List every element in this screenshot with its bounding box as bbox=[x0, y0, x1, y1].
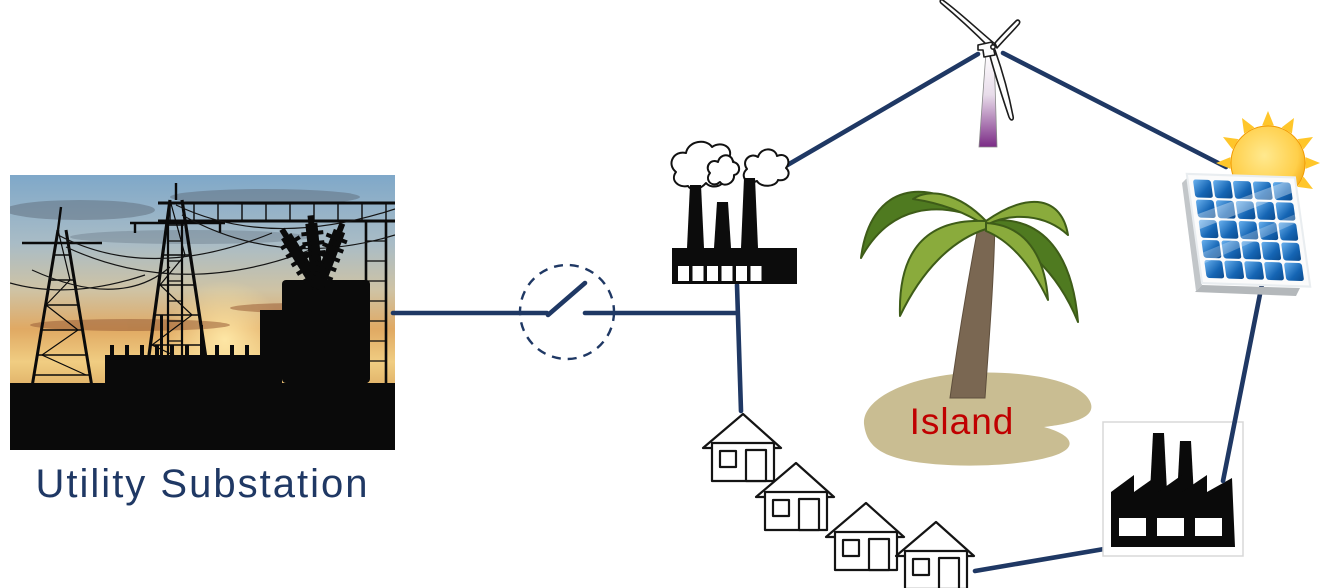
island-icon bbox=[860, 190, 1092, 466]
line-houses-to-factory bbox=[972, 545, 1113, 574]
factory-windows bbox=[678, 266, 762, 281]
residential-houses-icons bbox=[701, 412, 976, 588]
factory-windows bbox=[1119, 518, 1222, 536]
house-icon-4 bbox=[894, 520, 976, 588]
utility-substation-label: Utility Substation bbox=[35, 462, 370, 506]
solar-cells bbox=[1193, 179, 1304, 281]
turbine-blades bbox=[939, 0, 1021, 121]
lattice-tower-left bbox=[22, 206, 102, 388]
house-icon-1 bbox=[701, 412, 783, 483]
ground-silhouette bbox=[10, 383, 395, 450]
industrial-factory-box bbox=[1102, 421, 1244, 557]
solar-panel-icon bbox=[1182, 172, 1312, 296]
transformer-silhouette bbox=[10, 215, 395, 450]
island-label: Island bbox=[909, 401, 1015, 442]
gantry-structure bbox=[158, 201, 395, 383]
utility-substation-photo bbox=[10, 175, 395, 450]
smoke-puffs bbox=[670, 140, 790, 191]
palm-fronds bbox=[860, 190, 1079, 323]
switch-dashed-circle-icon bbox=[518, 263, 616, 361]
switch-blade bbox=[545, 280, 588, 318]
palm-trunk bbox=[949, 219, 996, 399]
wind-turbine-icon bbox=[939, 0, 1021, 148]
line-plant-to-houses bbox=[734, 282, 744, 414]
line-factory-to-solar bbox=[1220, 281, 1265, 484]
house-icon-2 bbox=[754, 461, 836, 532]
line-plant-to-turbine bbox=[757, 51, 981, 184]
power-lines bbox=[10, 204, 395, 291]
house-icon-3 bbox=[824, 501, 906, 572]
line-turbine-to-solar bbox=[1000, 50, 1229, 170]
factory-building bbox=[672, 178, 797, 284]
connector-lines bbox=[390, 50, 1229, 414]
clouds bbox=[10, 189, 360, 244]
sand-island bbox=[863, 372, 1092, 466]
power-plant-factory-icon bbox=[670, 140, 797, 284]
